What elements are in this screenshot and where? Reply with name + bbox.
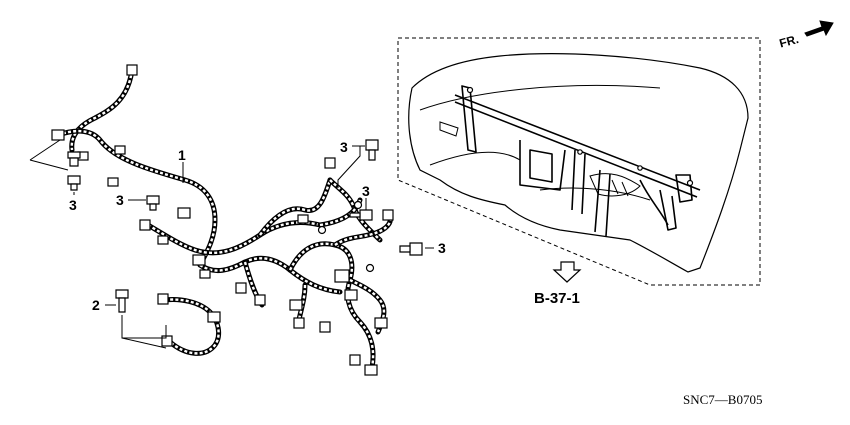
harness-clip [353,200,363,210]
front-label: FR. [778,32,800,51]
callout-bolt-3-top: 3 [340,139,348,155]
bolt-3-right [399,242,423,256]
callout-bolt-3-right: 3 [438,240,446,256]
connector [177,207,191,219]
callout-bolt-3-mid: 3 [116,192,124,208]
connector [199,269,211,279]
bolt-3-mid-left [146,195,160,211]
connector [157,293,169,305]
leader-lines [29,139,434,349]
connector [107,177,119,187]
dashboard-inset [397,37,761,286]
callout-bolt-3-center: 3 [362,183,370,199]
connector [161,335,173,347]
reference-label: B-37-1 [534,290,580,307]
connector [374,317,388,329]
connector [235,282,247,294]
connector [126,64,138,76]
reference-pointer: B-37-1 [534,261,582,307]
connector [51,129,65,141]
connector [382,209,394,221]
harness-clip [365,263,375,273]
bolt-3-center [349,209,373,221]
connector [289,299,303,311]
connector [192,254,206,266]
connector [319,321,331,333]
drawing-code: SNC7—B0705 [683,392,762,407]
connector [364,364,378,376]
harness-clip [317,225,327,235]
dashboard-panel [408,53,749,273]
harness-trunk [55,67,393,371]
connector [114,145,126,155]
steering-hanger-beam [439,85,701,237]
connector [293,317,305,329]
callout-bolt-2: 2 [92,297,100,313]
callout-labels: 1 3 3 3 3 3 2 [69,139,446,313]
connector [324,157,336,169]
bolt-2 [115,289,129,313]
connector [297,214,309,224]
inset-dashed-border [397,37,761,286]
callout-harness: 1 [178,147,186,163]
connector [207,311,221,323]
connector [349,354,361,366]
dashboard-wire-harness [51,64,394,376]
connector [344,289,358,301]
connector [157,235,169,245]
bolt-3-upper-left [67,151,81,167]
front-direction: FR. [778,20,834,51]
down-arrow-icon [552,261,582,283]
bolt-3-top-center [365,139,379,161]
bolt-3-lower-left [67,175,81,191]
callout-bolt-3-left: 3 [69,197,77,213]
connector [254,294,266,306]
fastener-bolts [67,139,423,313]
front-arrow-icon [804,20,834,37]
connector [139,219,151,231]
connector [334,269,350,283]
harness-connectors [51,64,394,376]
